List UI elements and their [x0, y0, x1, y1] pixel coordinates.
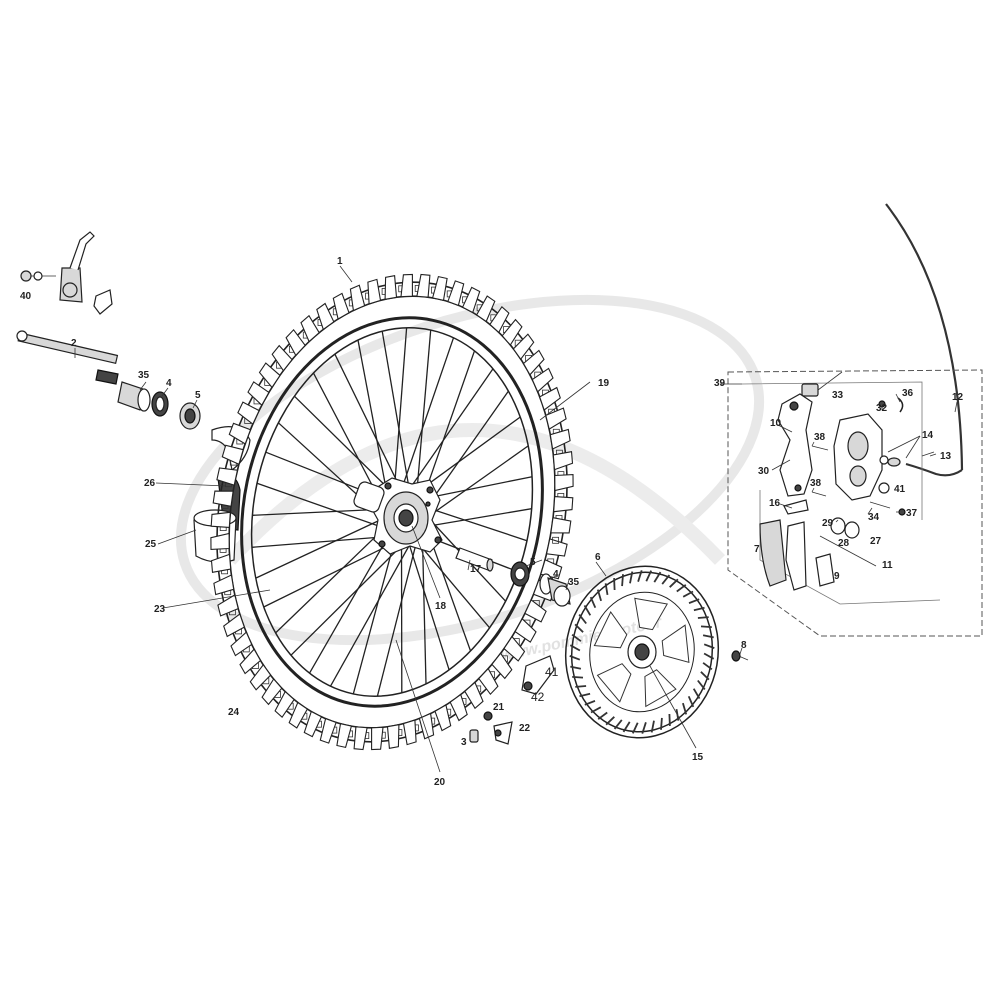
callout-24: 24: [228, 707, 240, 718]
caliper-parts: [759, 383, 935, 591]
hub: [353, 477, 443, 555]
callout-8: 8: [741, 640, 747, 651]
callout-36: 36: [902, 388, 914, 399]
right-spacer: [455, 547, 494, 572]
callout-10: 10: [770, 418, 782, 429]
disc-screw: [731, 650, 749, 662]
callout-labels: 1 2 3 4 4 5 5 6 7 8 9 10 11 12 13 14 15 …: [20, 256, 964, 788]
callout-38-upper: 38: [814, 432, 826, 443]
callout-29: 29: [822, 518, 834, 529]
brake-hose: [885, 203, 964, 477]
callout-4-right: 4: [553, 569, 559, 580]
callout-12: 12: [952, 392, 964, 403]
callout-38-lower: 38: [810, 478, 822, 489]
callout-23: 23: [154, 604, 166, 615]
callout-34: 34: [868, 512, 880, 523]
callout-13: 13: [940, 451, 952, 462]
callout-14: 14: [922, 430, 934, 441]
right-hub-spacers: [510, 561, 571, 607]
callout-22: 22: [519, 723, 531, 734]
callout-37: 37: [906, 508, 918, 519]
callout-20: 20: [434, 777, 446, 788]
callout-32: 32: [876, 403, 888, 414]
callout-25: 25: [145, 539, 157, 550]
callout-35-right: 35: [568, 577, 580, 588]
front-axle: [16, 330, 119, 385]
callout-33: 33: [832, 390, 844, 401]
callout-9: 9: [834, 571, 840, 582]
callout-11: 11: [882, 560, 893, 571]
callout-6: 6: [595, 552, 601, 563]
callout-41-bracket: 41: [545, 665, 559, 679]
left-hub-spacers: [117, 381, 201, 430]
callout-1: 1: [337, 256, 343, 267]
callout-21: 21: [493, 702, 505, 713]
callout-17: 17: [470, 564, 482, 575]
callout-7: 7: [754, 544, 760, 555]
front-tyre: [210, 273, 574, 751]
callout-30: 30: [758, 466, 770, 477]
callout-18: 18: [435, 601, 447, 612]
callout-42: 42: [531, 690, 545, 704]
brake-disc: [564, 565, 720, 739]
callout-26: 26: [144, 478, 156, 489]
callout-4-left: 4: [166, 378, 172, 389]
leader-lines: [74, 265, 958, 773]
callout-16: 16: [769, 498, 781, 509]
callout-41-caliper: 41: [894, 484, 906, 495]
caliper-box: [727, 369, 983, 637]
valve-parts: [469, 711, 513, 745]
callout-28: 28: [838, 538, 850, 549]
callout-5-right: 5: [530, 557, 536, 568]
callout-15: 15: [692, 752, 704, 763]
axle-clamp-parts: [20, 231, 113, 315]
disc-bracket: [521, 655, 555, 695]
callout-2: 2: [71, 338, 77, 349]
callout-5-left: 5: [195, 390, 201, 401]
callout-35-left: 35: [138, 370, 150, 381]
callout-3: 3: [461, 737, 467, 748]
callout-39: 39: [714, 378, 726, 389]
callout-27: 27: [870, 536, 882, 547]
callout-19: 19: [598, 378, 610, 389]
callout-40: 40: [20, 291, 32, 302]
